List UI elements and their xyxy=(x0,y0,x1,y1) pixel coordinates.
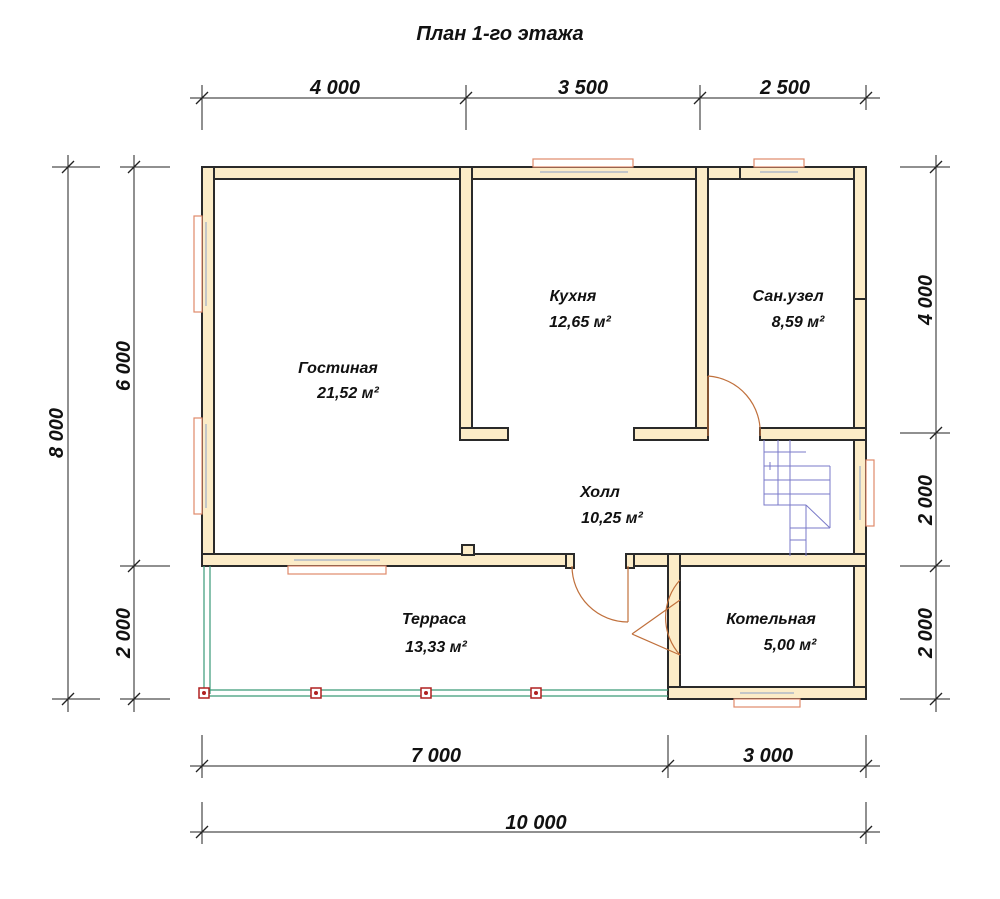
dim-top-1: 4 000 xyxy=(309,77,360,99)
windows xyxy=(193,158,875,708)
dim-bottom-1: 7 000 xyxy=(411,745,461,767)
dim-bottom-2: 3 000 xyxy=(743,745,793,767)
room-boiler-name: Котельная xyxy=(726,611,816,628)
staircase xyxy=(763,440,831,556)
dim-bottom-total: 10 000 xyxy=(505,812,566,834)
walls xyxy=(201,166,867,700)
dim-right-1: 4 000 xyxy=(915,275,937,326)
room-bathroom-area: 8,59 м² xyxy=(772,314,825,331)
dim-right-2: 2 000 xyxy=(915,475,937,526)
room-kitchen-area: 12,65 м² xyxy=(549,314,611,331)
plan-title: План 1-го этажа xyxy=(416,23,583,45)
room-living-name: Гостиная xyxy=(298,360,378,377)
dimension-lines xyxy=(52,85,950,844)
dim-left-lower: 2 000 xyxy=(113,608,135,659)
room-living-area: 21,52 м² xyxy=(316,385,379,402)
dim-left-total: 8 000 xyxy=(46,408,68,458)
room-boiler-area: 5,00 м² xyxy=(764,637,817,654)
dim-left-upper: 6 000 xyxy=(113,341,135,391)
room-hall-area: 10,25 м² xyxy=(581,510,643,527)
room-terrace-area: 13,33 м² xyxy=(405,639,467,656)
dim-right-3: 2 000 xyxy=(915,608,937,659)
terrace-railing xyxy=(198,566,668,699)
dim-top-2: 3 500 xyxy=(558,77,608,99)
doors xyxy=(571,375,761,656)
room-kitchen-name: Кухня xyxy=(550,288,597,305)
room-hall-name: Холл xyxy=(579,484,620,501)
room-bathroom-name: Сан.узел xyxy=(752,288,823,305)
dim-top-3: 2 500 xyxy=(759,77,810,99)
room-terrace-name: Терраса xyxy=(402,611,466,628)
